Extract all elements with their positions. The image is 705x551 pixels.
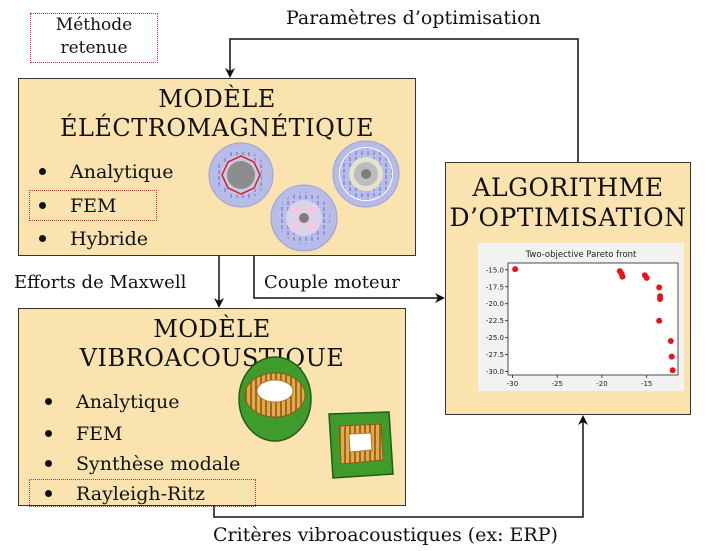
optim-title-2: D’OPTIMISATION [449, 203, 687, 232]
data-point [512, 266, 519, 273]
bullet-icon [45, 489, 52, 497]
y-tick-label: -20.0 [486, 300, 504, 308]
vibro-model-title-1: MODÈLE [153, 315, 271, 343]
optim-title-1: ALGORITHME [472, 173, 664, 202]
edge-label-criteres: Critères vibroacoustiques (ex: ERP) [213, 524, 558, 546]
data-point [656, 317, 663, 324]
vibro-item-rayleigh-ritz: Rayleigh-Ritz [45, 483, 205, 505]
y-tick-label: -27.5 [486, 351, 504, 359]
y-tick-label: -30.0 [486, 368, 504, 376]
em-model-title-2: ÉLÉCTROMAGNÉTIQUE [59, 114, 375, 142]
plot-area [507, 262, 679, 376]
vibro-selected-highlight [29, 479, 256, 507]
data-point [619, 273, 626, 280]
vibro-model-box: MODÈLE VIBROACOUSTIQUE Analytique FEM Sy… [18, 308, 406, 507]
stator-image-2 [328, 411, 394, 479]
chart-ticks: -30 -25 -20 -15 -15.0 -17.5 -20.0 -22.5 -25.0 -27… [486, 266, 653, 388]
legend-box [30, 13, 158, 63]
bullet-icon [39, 201, 46, 209]
em-item-analytique: Analytique [39, 161, 173, 183]
bullet-icon [45, 397, 52, 405]
data-point [643, 274, 650, 281]
edge-couple [253, 256, 445, 303]
data-point [657, 295, 664, 302]
edge-parametres [225, 38, 579, 162]
bullet-icon [45, 429, 52, 437]
em-item-fem: FEM [39, 195, 117, 217]
edge-label-maxwell: Efforts de Maxwell [14, 272, 187, 293]
x-tick-label: -25 [551, 380, 562, 388]
motor-image-3 [270, 184, 338, 252]
stator-3d-images [238, 356, 394, 479]
pareto-chart-panel: Two-objective Pareto front -30-25-20-15-… [478, 243, 684, 391]
y-tick-label: -17.5 [486, 283, 504, 291]
vibro-item-analytique: Analytique [45, 391, 179, 413]
legend-line1: Méthode [55, 15, 133, 35]
chart-points [512, 266, 676, 374]
legend-line2: retenue [60, 38, 128, 58]
em-model-title-1: MODÈLE [158, 85, 276, 113]
x-tick-label: -20 [596, 380, 607, 388]
vibro-item-synthese: Synthèse modale [45, 453, 240, 475]
y-tick-label: -15.0 [486, 266, 504, 274]
chart-title: Two-objective Pareto front [525, 250, 637, 260]
bullet-icon [39, 234, 46, 242]
vibro-model-title-2: VIBROACOUSTIQUE [79, 344, 345, 372]
bullet-icon [45, 459, 52, 467]
x-tick-label: -30 [507, 380, 518, 388]
y-tick-label: -22.5 [486, 317, 504, 325]
pareto-chart: Two-objective Pareto front -30-25-20-15-… [486, 250, 679, 388]
data-point [669, 367, 676, 374]
stator-image-1 [238, 356, 312, 442]
x-tick-label: -15 [641, 380, 652, 388]
motor-image-1 [208, 142, 274, 208]
edge-label-parametres: Paramètres d’optimisation [286, 7, 541, 29]
y-tick-label: -25.0 [486, 334, 504, 342]
optim-box: ALGORITHME D’OPTIMISATION Two-objective … [445, 162, 691, 415]
em-selected-highlight [29, 190, 157, 221]
motor-cross-section-images [208, 140, 400, 252]
vibro-item-fem: FEM [45, 423, 123, 445]
edge-label-couple: Couple moteur [264, 272, 400, 293]
edge-criteres [213, 415, 588, 518]
motor-image-2 [332, 140, 400, 208]
data-point [668, 353, 675, 360]
data-point [667, 338, 674, 345]
bullet-icon [39, 167, 46, 175]
data-point [656, 284, 663, 291]
em-model-box: MODÈLE ÉLÉCTROMAGNÉTIQUE Analytique FEM … [18, 78, 416, 256]
em-item-hybride: Hybride [39, 228, 148, 250]
